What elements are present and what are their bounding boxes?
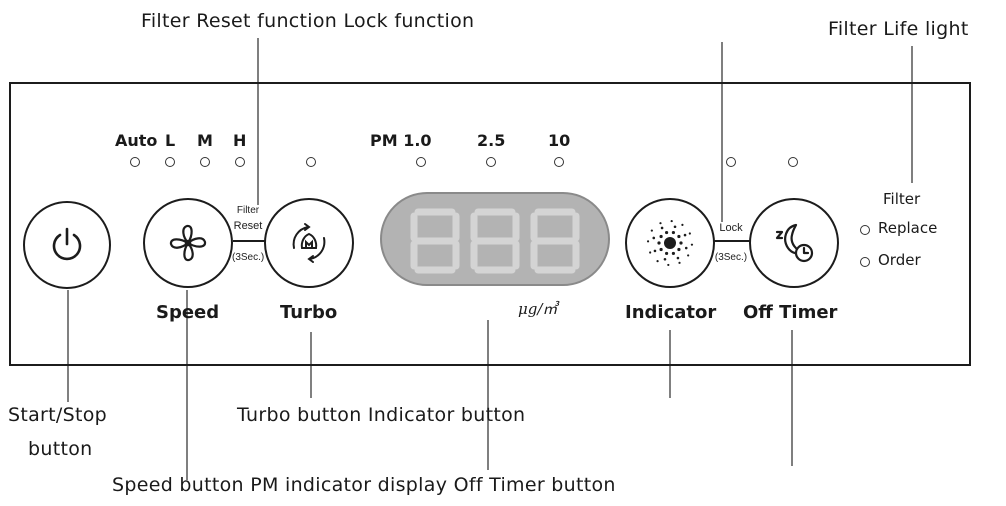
indicator-button[interactable] [625,198,715,288]
pm-label-10: 10 [548,131,571,150]
led-pm-2-5 [486,157,496,167]
lock-connector [714,240,750,242]
filter-reset-label-line1: Filter [236,205,260,216]
speed-level-l: L [165,131,176,150]
led-high [235,157,245,167]
seven-segment-digits [410,208,580,274]
callout-start-stop-line1: Start/Stop [8,404,108,426]
speed-level-m: M [197,131,213,150]
led-auto [130,157,140,167]
display-unit: μg/㎥ [518,300,558,318]
led-indicator [726,157,736,167]
led-turbo [306,157,316,167]
speed-button-label: Speed [156,302,220,323]
turbo-button[interactable] [264,198,354,288]
lock-hold: (3Sec.) [714,252,748,263]
filter-reset-label-line2: Reset [233,220,263,232]
callout-start-stop-line2: button [28,438,93,460]
callout-filter-life-light: Filter Life light [828,18,969,40]
off-timer-button-label: Off Timer [743,302,838,323]
callout-speed-pm-offtimer: Speed button PM indicator display Off Ti… [112,474,616,496]
led-medium [200,157,210,167]
start-stop-button[interactable] [23,201,111,289]
filter-title: Filter [883,190,921,208]
filter-reset-hold: (3Sec.) [232,252,265,263]
indicator-button-label: Indicator [625,302,717,323]
off-timer-button[interactable] [749,198,839,288]
sleep-timer-icon [775,223,814,263]
led-filter-replace [860,225,870,235]
pm-label-2-5: 2.5 [477,131,506,150]
speed-level-h: H [233,131,247,150]
filter-order-label: Order [878,251,921,269]
light-dots-icon [646,219,694,267]
turbo-button-label: Turbo [280,302,338,323]
power-icon [52,227,82,261]
control-panel [9,82,971,366]
lock-label: Lock [719,222,743,234]
led-filter-order [860,257,870,267]
fan-icon [169,224,207,262]
speed-button[interactable] [143,198,233,288]
speed-level-auto: Auto [115,131,158,150]
led-pm-1-0 [416,157,426,167]
led-off-timer [788,157,798,167]
pm-label-1-0: PM 1.0 [370,131,432,150]
pm-indicator-display: 888 [380,192,610,286]
led-pm-10 [554,157,564,167]
callout-filter-reset-lock: Filter Reset function Lock function [141,10,475,32]
callout-turbo-indicator-buttons: Turbo button Indicator button [237,404,526,426]
turbo-icon [292,223,326,263]
filter-reset-connector [233,240,265,242]
led-low [165,157,175,167]
filter-replace-label: Replace [878,219,938,237]
